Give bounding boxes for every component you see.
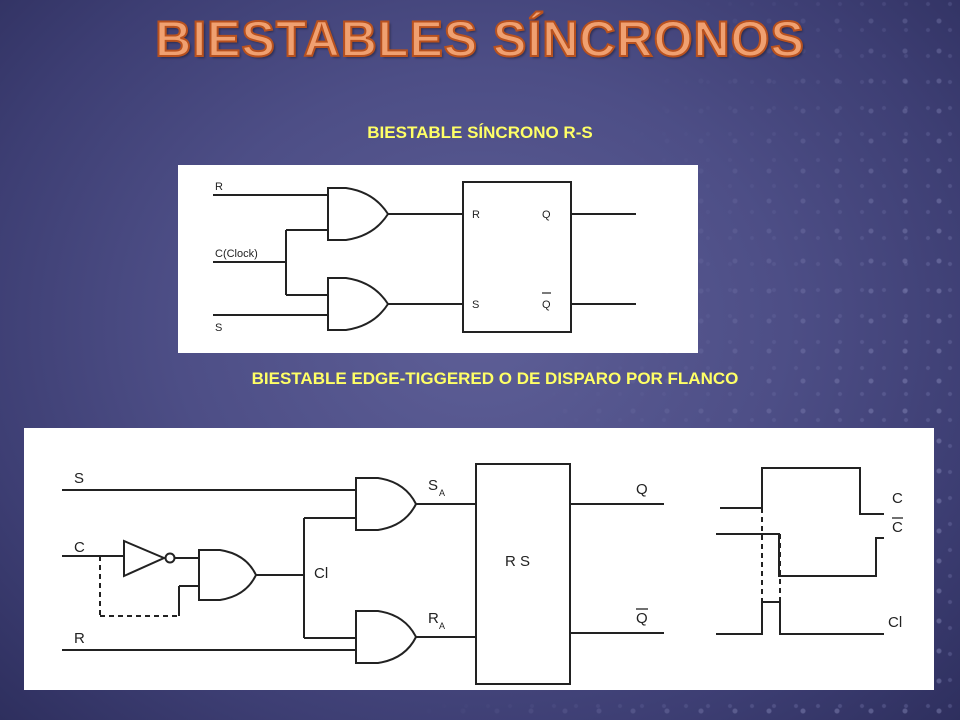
label-cl: Cl bbox=[314, 565, 328, 582]
rs-flip-flop-block bbox=[462, 181, 572, 333]
section2-heading: BIESTABLE EDGE-TIGGERED O DE DISPARO POR… bbox=[251, 369, 739, 388]
label-rs-block: R S bbox=[505, 553, 530, 570]
inverter-bubble bbox=[164, 552, 176, 564]
waveform-cbar bbox=[716, 533, 884, 577]
label-sa-subscript: A bbox=[439, 488, 445, 498]
label-r: R bbox=[74, 630, 85, 647]
label-ff-r: R bbox=[472, 209, 480, 221]
and-gate-lower bbox=[327, 277, 390, 331]
label-ff-qbar: Q bbox=[542, 299, 551, 311]
label-c: C bbox=[74, 539, 85, 556]
label-q: Q bbox=[636, 481, 648, 498]
wave-label-cbar: C bbox=[892, 519, 903, 536]
slide-title: BIESTABLES SÍNCRONOS bbox=[154, 10, 805, 68]
label-r-input: R bbox=[215, 181, 223, 193]
label-qbar: Q bbox=[636, 610, 648, 627]
waveform-cl bbox=[716, 601, 884, 635]
edge-triggered-diagram: S C R Cl S A R A R S Q Q C C Cl bbox=[24, 428, 934, 690]
and-gate-upper bbox=[327, 187, 390, 241]
label-s: S bbox=[74, 470, 84, 487]
waveform-c bbox=[720, 467, 884, 515]
and-gate-sa bbox=[355, 477, 418, 531]
wave-label-cl: Cl bbox=[888, 614, 902, 631]
inverter-gate bbox=[123, 539, 167, 578]
and-gate-ra bbox=[355, 610, 418, 664]
wave-label-c: C bbox=[892, 490, 903, 507]
label-ff-s: S bbox=[472, 299, 479, 311]
label-clock-input: C(Clock) bbox=[215, 248, 258, 260]
label-s-input: S bbox=[215, 322, 222, 334]
rs-sync-diagram: R C(Clock) S R S Q Q bbox=[178, 165, 698, 353]
label-ra-subscript: A bbox=[439, 621, 445, 631]
and-gate-edge bbox=[198, 549, 258, 601]
label-ra: R bbox=[428, 610, 439, 627]
rs-block bbox=[475, 463, 571, 685]
label-sa: S bbox=[428, 477, 438, 494]
label-ff-q: Q bbox=[542, 209, 551, 221]
section1-heading: BIESTABLE SÍNCRONO R-S bbox=[367, 123, 593, 142]
